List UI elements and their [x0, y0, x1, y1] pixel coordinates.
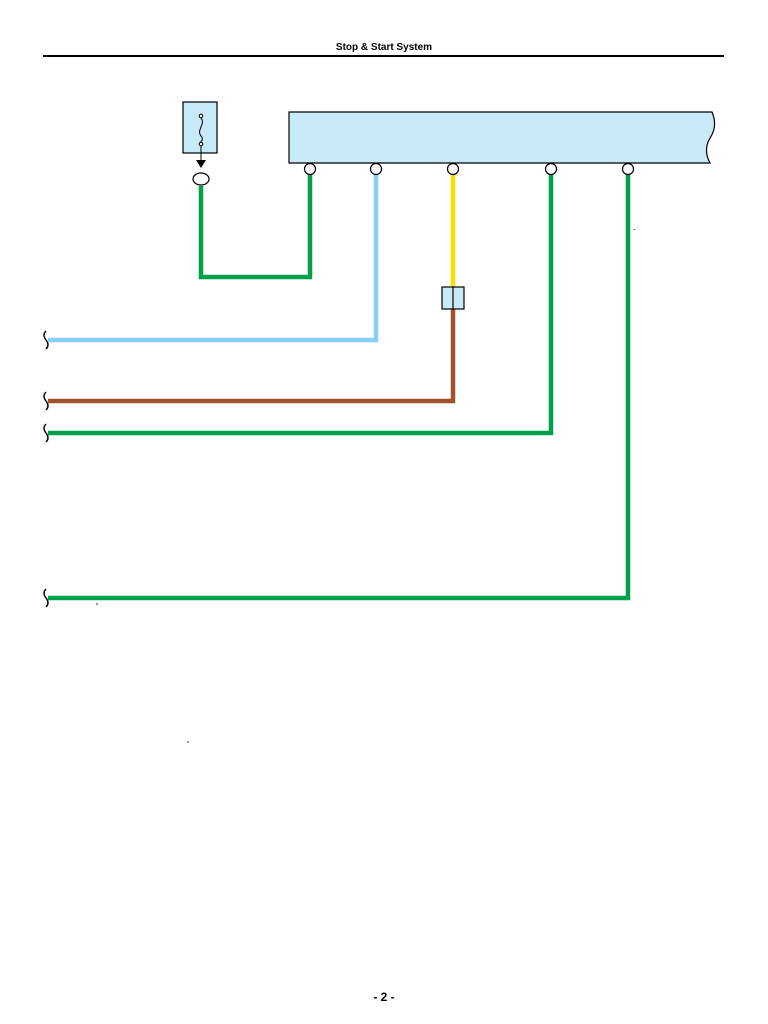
fuse-terminal — [192, 172, 210, 186]
stray-mark — [187, 741, 189, 743]
ecu-box — [288, 111, 716, 164]
wire-break-mark — [43, 423, 49, 443]
wire-break-mark — [43, 588, 49, 608]
junction-connector — [441, 286, 465, 310]
ecu-terminal — [446, 162, 460, 176]
green-wire-3 — [48, 175, 554, 436]
stray-mark — [633, 229, 636, 230]
ecu-terminal — [369, 162, 383, 176]
ecu-terminal — [544, 162, 558, 176]
stray-mark — [96, 603, 98, 605]
green-wire-4 — [48, 175, 631, 601]
wire-break-mark — [43, 330, 49, 350]
page-number: - 2 - — [373, 990, 395, 1004]
light-blue-wire — [48, 175, 379, 343]
header-divider — [43, 55, 724, 57]
page-title: Stop & Start System — [335, 42, 433, 53]
brown-wire — [48, 309, 456, 404]
ecu-terminal — [621, 162, 635, 176]
fuse-to-ecu-wire — [198, 175, 313, 280]
ecu-terminal — [303, 162, 317, 176]
fuse — [182, 101, 218, 186]
arrow-down-icon — [196, 160, 206, 168]
wire-break-mark — [43, 391, 49, 411]
